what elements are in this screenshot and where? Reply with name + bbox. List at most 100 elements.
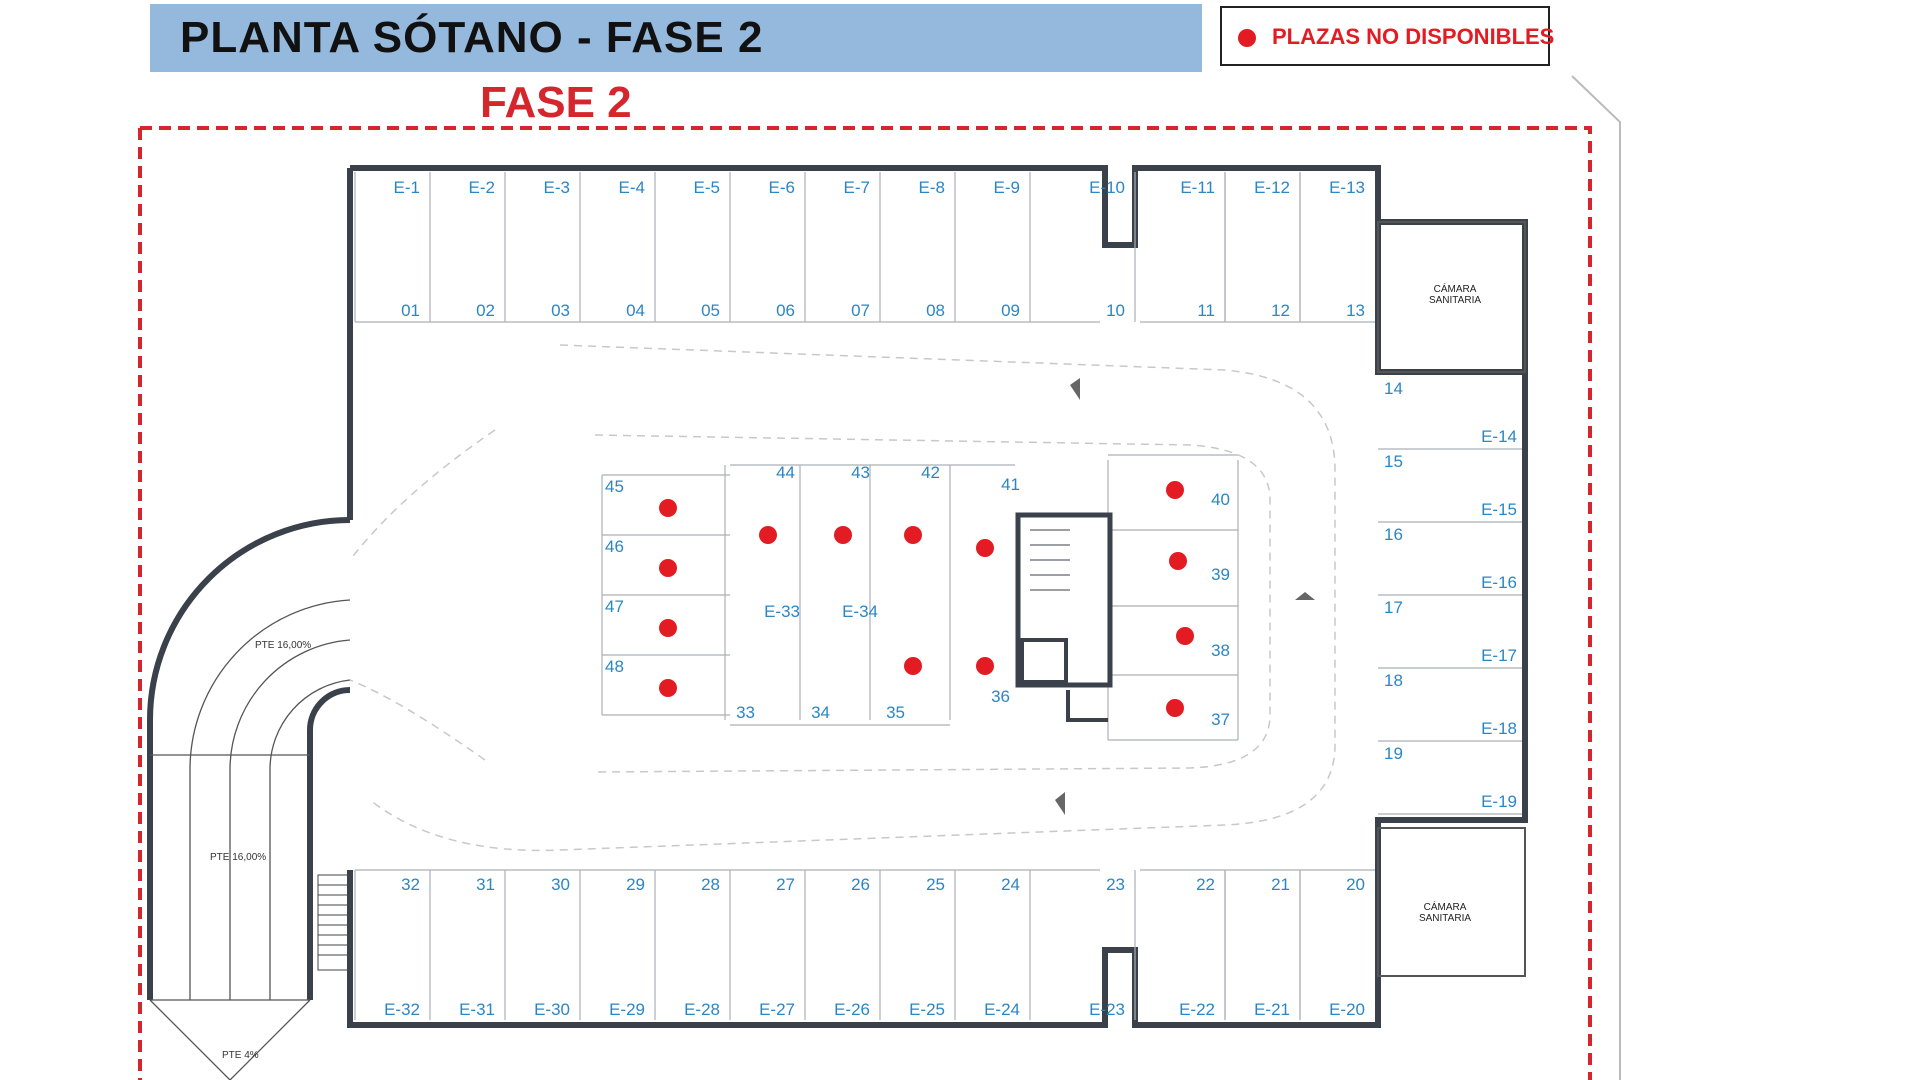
unavailable-marker (904, 657, 922, 675)
space-number-top: 08 (926, 301, 945, 320)
space-code-right: E-16 (1481, 573, 1517, 592)
unavailable-marker (976, 657, 994, 675)
space-code-top: E-2 (469, 178, 495, 197)
space-labels: E-101E-202E-303E-404E-505E-606E-707E-808… (384, 178, 1517, 1019)
unavailable-marker (1176, 627, 1194, 645)
space-code-top: E-8 (919, 178, 945, 197)
legend: PLAZAS NO DISPONIBLES (1220, 6, 1554, 66)
phase-boundary (138, 126, 1592, 1080)
space-code-top: E-5 (694, 178, 720, 197)
island-space-left: 47 (605, 597, 624, 616)
space-code-bottom: E-28 (684, 1000, 720, 1019)
space-number-top: 06 (776, 301, 795, 320)
island-space-left: 45 (605, 477, 624, 496)
space-code-bottom: E-32 (384, 1000, 420, 1019)
ramp-slope-lower: PTE 16,00% (210, 852, 266, 863)
space-code-top: E-4 (619, 178, 645, 197)
unavailable-marker (834, 526, 852, 544)
space-number-bottom: 21 (1271, 875, 1290, 894)
title-bar (150, 4, 1202, 72)
space-number-bottom: 30 (551, 875, 570, 894)
unavailable-marker (659, 679, 677, 697)
space-number-bottom: 26 (851, 875, 870, 894)
island-space-top: 41 (1001, 475, 1020, 494)
exterior-walls (147, 165, 1528, 1028)
space-code-bottom: E-22 (1179, 1000, 1215, 1019)
space-number-bottom: 28 (701, 875, 720, 894)
island-code: E-34 (842, 602, 878, 621)
space-number-bottom: 27 (776, 875, 795, 894)
space-number-top: 11 (1197, 301, 1215, 320)
space-number-right: 14 (1384, 379, 1403, 398)
space-code-bottom: E-26 (834, 1000, 870, 1019)
space-code-right: E-19 (1481, 792, 1517, 811)
space-code-top: E-6 (769, 178, 795, 197)
space-number-right: 15 (1384, 452, 1403, 471)
unavailable-marker (904, 526, 922, 544)
ramp-slope-exit: PTE 4% (222, 1050, 259, 1061)
space-code-top: E-7 (844, 178, 870, 197)
space-number-bottom: 31 (476, 875, 495, 894)
space-code-bottom: E-25 (909, 1000, 945, 1019)
space-code-bottom: E-21 (1254, 1000, 1290, 1019)
space-number-bottom: 24 (1001, 875, 1020, 894)
space-number-bottom: 32 (401, 875, 420, 894)
space-code-top: E-12 (1254, 178, 1290, 197)
unavailable-marker (1169, 552, 1187, 570)
space-code-top: E-3 (544, 178, 570, 197)
space-code-right: E-14 (1481, 427, 1517, 446)
space-number-right: 17 (1384, 598, 1403, 617)
unavailable-markers (659, 481, 1194, 717)
space-code-top: E-9 (994, 178, 1020, 197)
ramp-slope-upper: PTE 16,00% (255, 640, 311, 651)
island-space-right: 39 (1211, 565, 1230, 584)
space-number-top: 10 (1106, 301, 1125, 320)
page-title: PLANTA SÓTANO - FASE 2 (180, 13, 764, 62)
space-number-top: 09 (1001, 301, 1020, 320)
unavailable-marker (1166, 481, 1184, 499)
unavailable-marker (659, 499, 677, 517)
side-stairs (317, 874, 351, 971)
space-code-top: E-10 (1089, 178, 1125, 197)
island-space-top: 43 (851, 463, 870, 482)
space-code-top: E-1 (394, 178, 420, 197)
unavailable-marker (659, 619, 677, 637)
space-code-bottom: E-29 (609, 1000, 645, 1019)
camara-bottom-box (1377, 827, 1526, 977)
island-space-bottom: 36 (991, 687, 1010, 706)
space-number-right: 16 (1384, 525, 1403, 544)
space-number-top: 03 (551, 301, 570, 320)
unavailable-marker (759, 526, 777, 544)
island-space-top: 44 (776, 463, 795, 482)
space-code-bottom: E-24 (984, 1000, 1020, 1019)
space-code-bottom: E-31 (459, 1000, 495, 1019)
space-number-top: 05 (701, 301, 720, 320)
phase-label: FASE 2 (480, 78, 632, 127)
ramp (149, 599, 351, 1080)
island-space-left: 46 (605, 537, 624, 556)
island-space-right: 38 (1211, 641, 1230, 660)
space-code-top: E-13 (1329, 178, 1365, 197)
unavailable-dot-icon (1238, 29, 1256, 47)
island-space-bottom: 35 (886, 703, 905, 722)
legend-label: PLAZAS NO DISPONIBLES (1272, 24, 1555, 49)
direction-arrow-icon (1070, 378, 1080, 400)
space-code-top: E-11 (1180, 178, 1215, 197)
island-space-top: 42 (921, 463, 940, 482)
space-code-right: E-17 (1481, 646, 1517, 665)
unavailable-marker (976, 539, 994, 557)
space-code-right: E-15 (1481, 500, 1517, 519)
direction-arrow-icon (1055, 792, 1065, 815)
island-space-right: 37 (1211, 710, 1230, 729)
space-code-right: E-18 (1481, 719, 1517, 738)
space-code-bottom: E-30 (534, 1000, 570, 1019)
unavailable-marker (659, 559, 677, 577)
direction-arrow-icon (1295, 592, 1315, 600)
space-code-bottom: E-20 (1329, 1000, 1365, 1019)
island-code: E-33 (764, 602, 800, 621)
bay-lines (354, 172, 1522, 1020)
space-number-top: 02 (476, 301, 495, 320)
space-number-bottom: 20 (1346, 875, 1365, 894)
